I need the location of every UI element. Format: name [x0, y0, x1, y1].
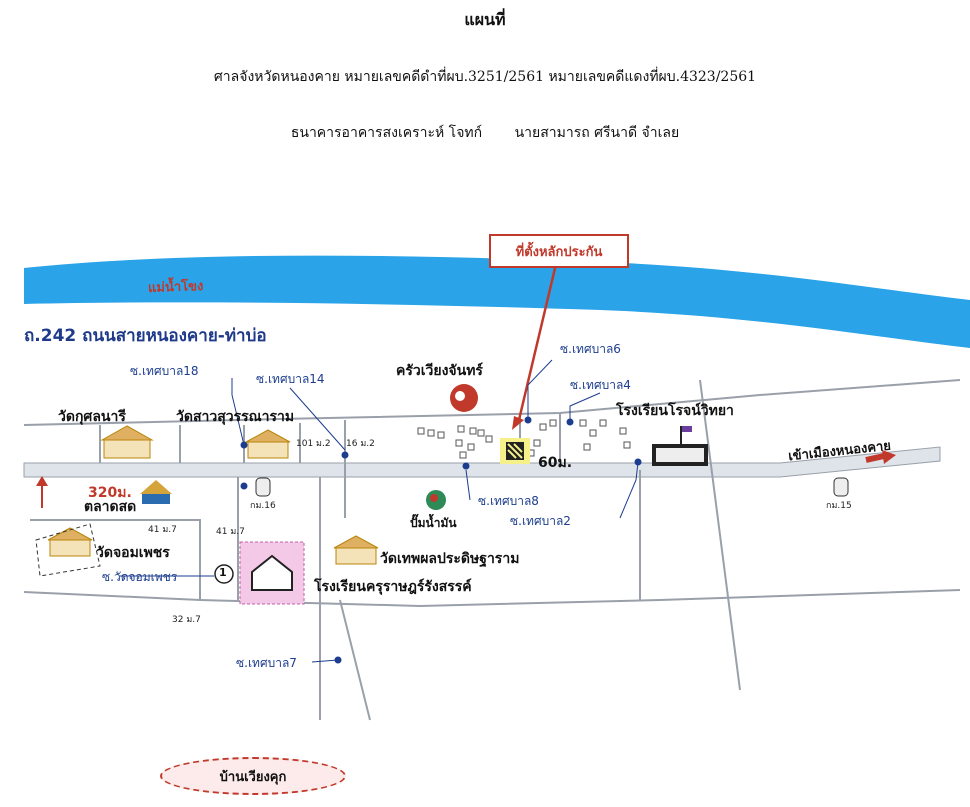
soi-label-7: ซ.เทศบาล7: [236, 656, 297, 670]
collateral-arrow: [516, 263, 558, 425]
house-16-label: 16 ม.2: [346, 439, 375, 449]
soi-leaders: [120, 359, 639, 663]
collateral-label: ที่ตั้งหลักประกัน: [489, 234, 629, 268]
river-label: แม่น้ำโขง: [147, 279, 204, 296]
school-roj-icon: [652, 426, 708, 466]
soi-label-2: ซ.เทศบาล2: [510, 514, 571, 528]
gas-station-label: ปั๊มน้ำมัน: [410, 516, 457, 530]
temple-icon-jomphet: [47, 527, 93, 557]
village-label: บ้านเวียงคุก: [160, 757, 346, 795]
soi-label-6: ซ.เทศบาล6: [560, 342, 621, 356]
school-number-marker: 1: [219, 566, 227, 579]
mekong-river: [24, 255, 970, 348]
upper-road: [23, 379, 961, 426]
temple-icon-kusol: [100, 425, 154, 459]
school-kru-icon: [251, 554, 293, 591]
house-101-label: 101 ม.2: [296, 439, 331, 449]
km16-label: กม.16: [250, 501, 276, 511]
case-number-line: ศาลจังหวัดหนองคาย หมายเลขคดีดำที่ผบ.3251…: [213, 69, 757, 85]
km15-post-icon: [833, 477, 849, 497]
soi-label-4: ซ.เทศบาล4: [570, 378, 631, 392]
to-city-arrow: [865, 453, 885, 463]
school-roj-label: โรงเรียนโรจน์วิทยา: [616, 403, 734, 419]
house-markers: [417, 419, 631, 459]
wat-kusol-label: วัดกุศลนารี: [58, 409, 126, 425]
wat-jomphet-label: วัดจอมเพชร: [96, 545, 170, 561]
km16-post-icon: [255, 477, 271, 497]
temple-icon-thep: [333, 535, 379, 565]
gas-station-icon: [426, 490, 446, 510]
soi-label-18: ซ.เทศบาล18: [130, 364, 199, 378]
parties-line: ธนาคารอาคารสงเคราะห์ โจทก์ นายสามารถ ศรี…: [0, 122, 970, 144]
distance-320m: 320ม.: [88, 485, 132, 501]
soi-label-8: ซ.เทศบาล8: [478, 494, 539, 508]
page-title: แผนที่: [464, 10, 506, 29]
highway-label: ถ.242 ถนนสายหนองคาย-ท่าบ่อ: [24, 326, 267, 346]
house-41a-label: 41 ม.7: [148, 525, 177, 535]
defendant-label: นายสามารถ ศรีนาดี จำเลย: [514, 125, 680, 141]
soi-label-14: ซ.เทศบาล14: [256, 372, 325, 386]
school-kru-label: โรงเรียนครุราษฎร์รังสรรค์: [314, 579, 472, 595]
distance-60m: 60ม.: [538, 455, 573, 471]
house-41b-label: 41 ม.7: [216, 527, 245, 537]
market-icon: [140, 480, 172, 504]
house-32-label: 32 ม.7: [172, 615, 201, 625]
wat-thep-label: วัดเทพผลประดิษฐาราม: [380, 551, 520, 567]
wat-sao-label: วัดสาวสุวรรณาราม: [176, 409, 295, 425]
km15-label: กม.15: [826, 501, 852, 511]
soi-dots: [240, 416, 642, 664]
market-label: ตลาดสด: [84, 499, 137, 515]
temple-icon-sao: [245, 429, 291, 459]
left-road: [30, 519, 201, 600]
restaurant-label: ครัวเวียงจันทร์: [396, 363, 483, 379]
lower-road: [23, 589, 961, 608]
soi-label-wat-jomphet: ซ.วัดจอมเพชร: [102, 570, 178, 584]
plaintiff-label: ธนาคารอาคารสงเคราะห์ โจทก์: [290, 125, 483, 141]
wat-jomphet-boundary: [35, 523, 101, 577]
